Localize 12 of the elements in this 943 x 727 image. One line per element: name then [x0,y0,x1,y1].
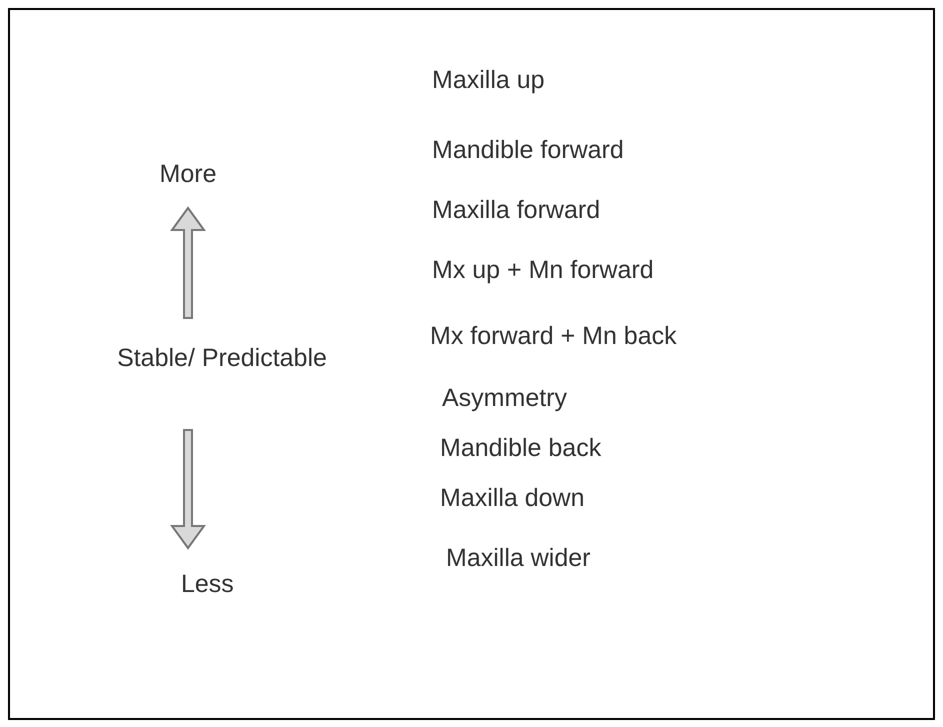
scale-label: Maxilla up [432,65,545,96]
scale-label: Less [181,569,234,600]
scale-label: Mandible back [440,433,602,464]
scale-label: More [158,159,218,190]
scale-label: Asymmetry [442,383,567,414]
scale-label: Maxilla forward [432,195,600,226]
scale-label: Maxilla down [440,483,585,514]
scale-label: Stable/ Predictable [116,343,328,374]
scale-label: Mandible forward [432,135,624,166]
scale-label: Mx forward + Mn back [430,321,677,352]
scale-label: Mx up + Mn forward [432,255,654,286]
scale-label: Maxilla wider [446,543,590,574]
